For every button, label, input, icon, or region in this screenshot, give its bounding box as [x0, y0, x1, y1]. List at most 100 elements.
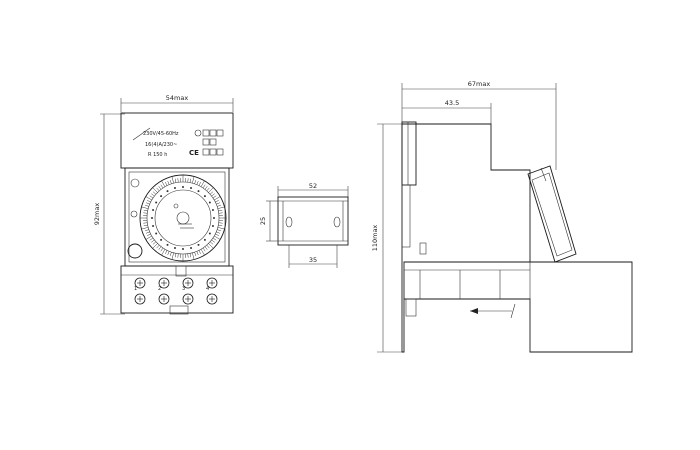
dial-segment [208, 187, 214, 193]
dial-hour-mark [173, 246, 176, 249]
dial-segment [165, 182, 168, 186]
dial-segment [218, 224, 223, 227]
dial-segment [143, 222, 148, 224]
dial-hour-mark [182, 248, 184, 250]
dial-segment [145, 231, 150, 234]
dial-segment [149, 195, 154, 199]
dial-hour-mark [190, 246, 193, 249]
dial-segment [217, 206, 225, 209]
cover-hinge [540, 167, 547, 182]
dial-hour-mark [211, 225, 214, 228]
dial-segment [217, 227, 225, 230]
timer-dial [139, 174, 227, 262]
dial-segment [204, 186, 208, 190]
dial-segment [194, 252, 197, 256]
dial-segment [218, 209, 223, 212]
terminal-screw-icon [134, 277, 146, 289]
dial-hour-mark [208, 201, 211, 204]
side-view: 67max 43.5 110max [371, 80, 633, 353]
dial-segment [174, 178, 177, 183]
terminal-screw-icon [206, 277, 218, 289]
dial-segment [143, 224, 148, 227]
dial-hour-mark [155, 232, 158, 235]
side-body-step [401, 184, 411, 248]
dial-segment [212, 237, 217, 241]
dial-segment [141, 206, 149, 209]
dial-hour-mark [213, 217, 215, 219]
dial-segment [198, 182, 201, 186]
dial-segment [156, 244, 160, 249]
front-view: 54max 92max 230V/45-60Hz 16(4)A/230~ R 1… [93, 94, 234, 315]
dial-segment [217, 229, 221, 232]
rail-bottom-label: 35 [309, 256, 317, 264]
dial-segment [189, 253, 192, 258]
dial-segment [177, 253, 179, 258]
dial-hour-mark [208, 232, 211, 235]
dial-segment [152, 241, 157, 245]
din-clip [169, 305, 189, 315]
manual-override-switch-icon [127, 243, 143, 259]
dial-segment [151, 239, 155, 243]
dial-segment [196, 180, 199, 185]
front-height-label: 92max [93, 203, 101, 226]
dial-segment [187, 253, 189, 258]
rail-side-label: 25 [259, 217, 267, 225]
dial-segment [216, 202, 221, 205]
dial-segment [158, 246, 162, 250]
screwdriver-icon [510, 303, 516, 319]
side-din-clip [405, 298, 417, 317]
dial-hour-mark [173, 187, 176, 190]
dial-segment [143, 212, 148, 214]
terminal-screw-icon [134, 293, 146, 305]
dial-hour-mark [190, 187, 193, 190]
dial-segment [206, 244, 210, 249]
dial-segment [167, 251, 170, 256]
rail-slot-left-icon [285, 216, 293, 228]
dial-hour-mark [203, 238, 206, 241]
front-width-label: 54max [166, 94, 189, 102]
terminal-screw-icon [158, 277, 170, 289]
side-vent-slot [419, 242, 427, 255]
rail-view: 52 25 35 [259, 182, 349, 268]
dial-segment [169, 252, 172, 256]
dial-segment [145, 235, 152, 240]
rail-top-label: 52 [309, 182, 317, 190]
dial-center-hub [176, 211, 190, 225]
side-terminal-section [404, 261, 633, 353]
dial-segment [206, 187, 210, 192]
dial-hour-mark [160, 238, 163, 241]
dial-segment [143, 209, 148, 212]
dial-segment [218, 212, 223, 214]
dial-segment [202, 247, 206, 252]
dial-segment [149, 237, 154, 241]
dial-segment [215, 233, 219, 236]
dial-segment [141, 227, 149, 230]
dial-hour-mark [152, 225, 155, 228]
terminal-number-1: 1 [134, 286, 137, 292]
dial-segment [216, 231, 221, 234]
ce-mark: CE [189, 149, 199, 157]
rating-line-1: 230V/45-60Hz [143, 131, 179, 137]
dial-segment [211, 193, 215, 197]
dial-segment [158, 186, 162, 190]
dial-segment [194, 180, 197, 184]
terminal-row-bottom [134, 293, 218, 305]
dial-segment [145, 229, 149, 232]
dial-segment [147, 233, 151, 236]
hinged-cover [527, 165, 577, 263]
dial-hour-mark [211, 208, 214, 211]
rail-slot-right-icon [333, 216, 341, 228]
side-height-label: 110max [371, 225, 379, 252]
dial-ticks [140, 175, 226, 261]
terminal-screw-icon [206, 293, 218, 305]
side-inner-label: 43.5 [445, 99, 459, 107]
terminal-number-2: 2 [158, 286, 161, 292]
dial-hour-mark [197, 243, 200, 246]
dial-segment [177, 178, 179, 183]
rating-line-3: R 150 h [148, 152, 167, 158]
dial-segment [198, 250, 201, 254]
terminal-number-4: 4 [206, 286, 209, 292]
terminal-screw-icon [158, 293, 170, 305]
dial-segment [161, 180, 166, 187]
dial-inner-ring [154, 189, 212, 247]
